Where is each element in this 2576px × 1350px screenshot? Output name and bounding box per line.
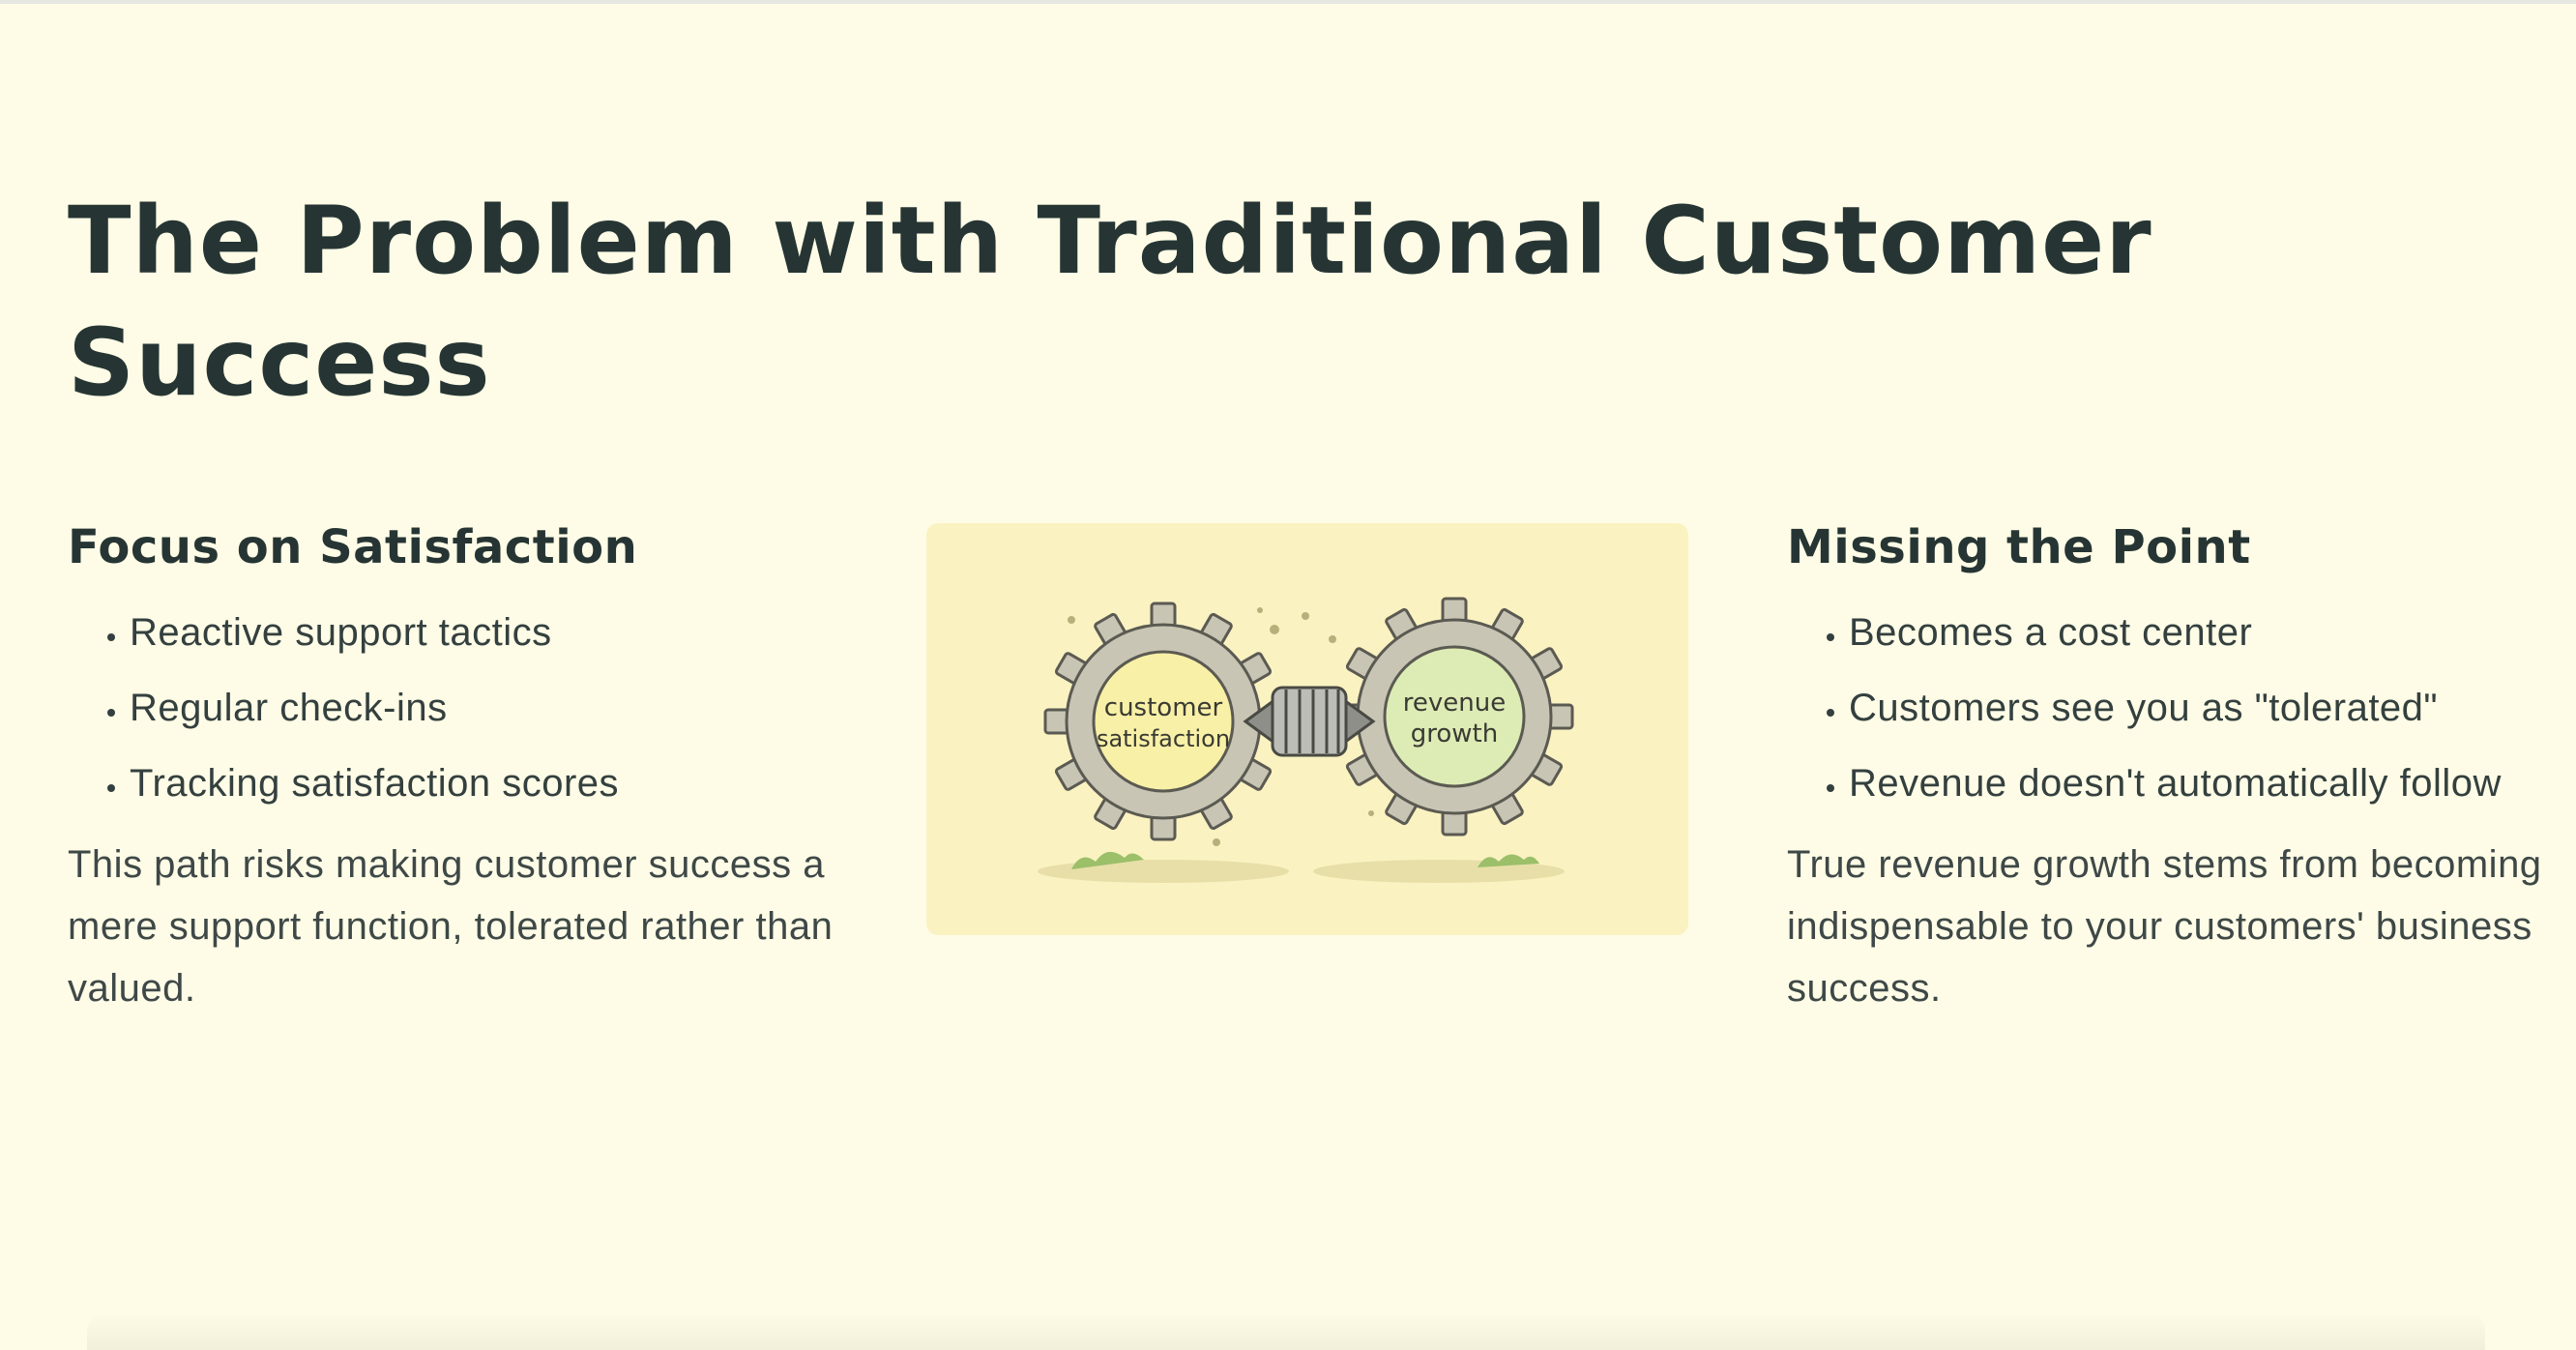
right-heading: Missing the Point (1787, 520, 2251, 574)
left-paragraph: This path risks making customer success … (68, 843, 834, 1010)
left-gear-label-2: satisfaction (1097, 725, 1230, 752)
page-title: The Problem with Traditional Customer Su… (68, 187, 2152, 417)
gears-illustration: customer satisfaction (926, 523, 1688, 935)
left-gear-label-1: customer (1104, 693, 1223, 722)
list-item: Becomes a cost center (1849, 607, 2551, 658)
right-column: Missing the Point Becomes a cost center … (1787, 518, 2551, 1019)
top-divider (0, 0, 2576, 4)
list-item: Tracking satisfaction scores (130, 758, 870, 808)
right-gear-label-1: revenue (1403, 689, 1506, 718)
right-paragraph: True revenue growth stems from becoming … (1787, 843, 2542, 1010)
next-slide-edge (87, 1311, 2485, 1350)
list-item: Customers see you as "tolerated" (1849, 683, 2551, 733)
list-item: Reactive support tactics (130, 607, 870, 658)
list-item: Regular check-ins (130, 683, 870, 733)
right-bullet-list: Becomes a cost center Customers see you … (1787, 607, 2551, 808)
left-heading: Focus on Satisfaction (68, 520, 638, 574)
coupling-icon (1243, 686, 1376, 757)
list-item: Revenue doesn't automatically follow (1849, 758, 2551, 808)
right-gear-icon: revenue growth (1334, 597, 1574, 836)
left-bullet-list: Reactive support tactics Regular check-i… (68, 607, 870, 808)
right-gear-label-2: growth (1411, 719, 1498, 748)
left-column: Focus on Satisfaction Reactive support t… (68, 518, 870, 1019)
